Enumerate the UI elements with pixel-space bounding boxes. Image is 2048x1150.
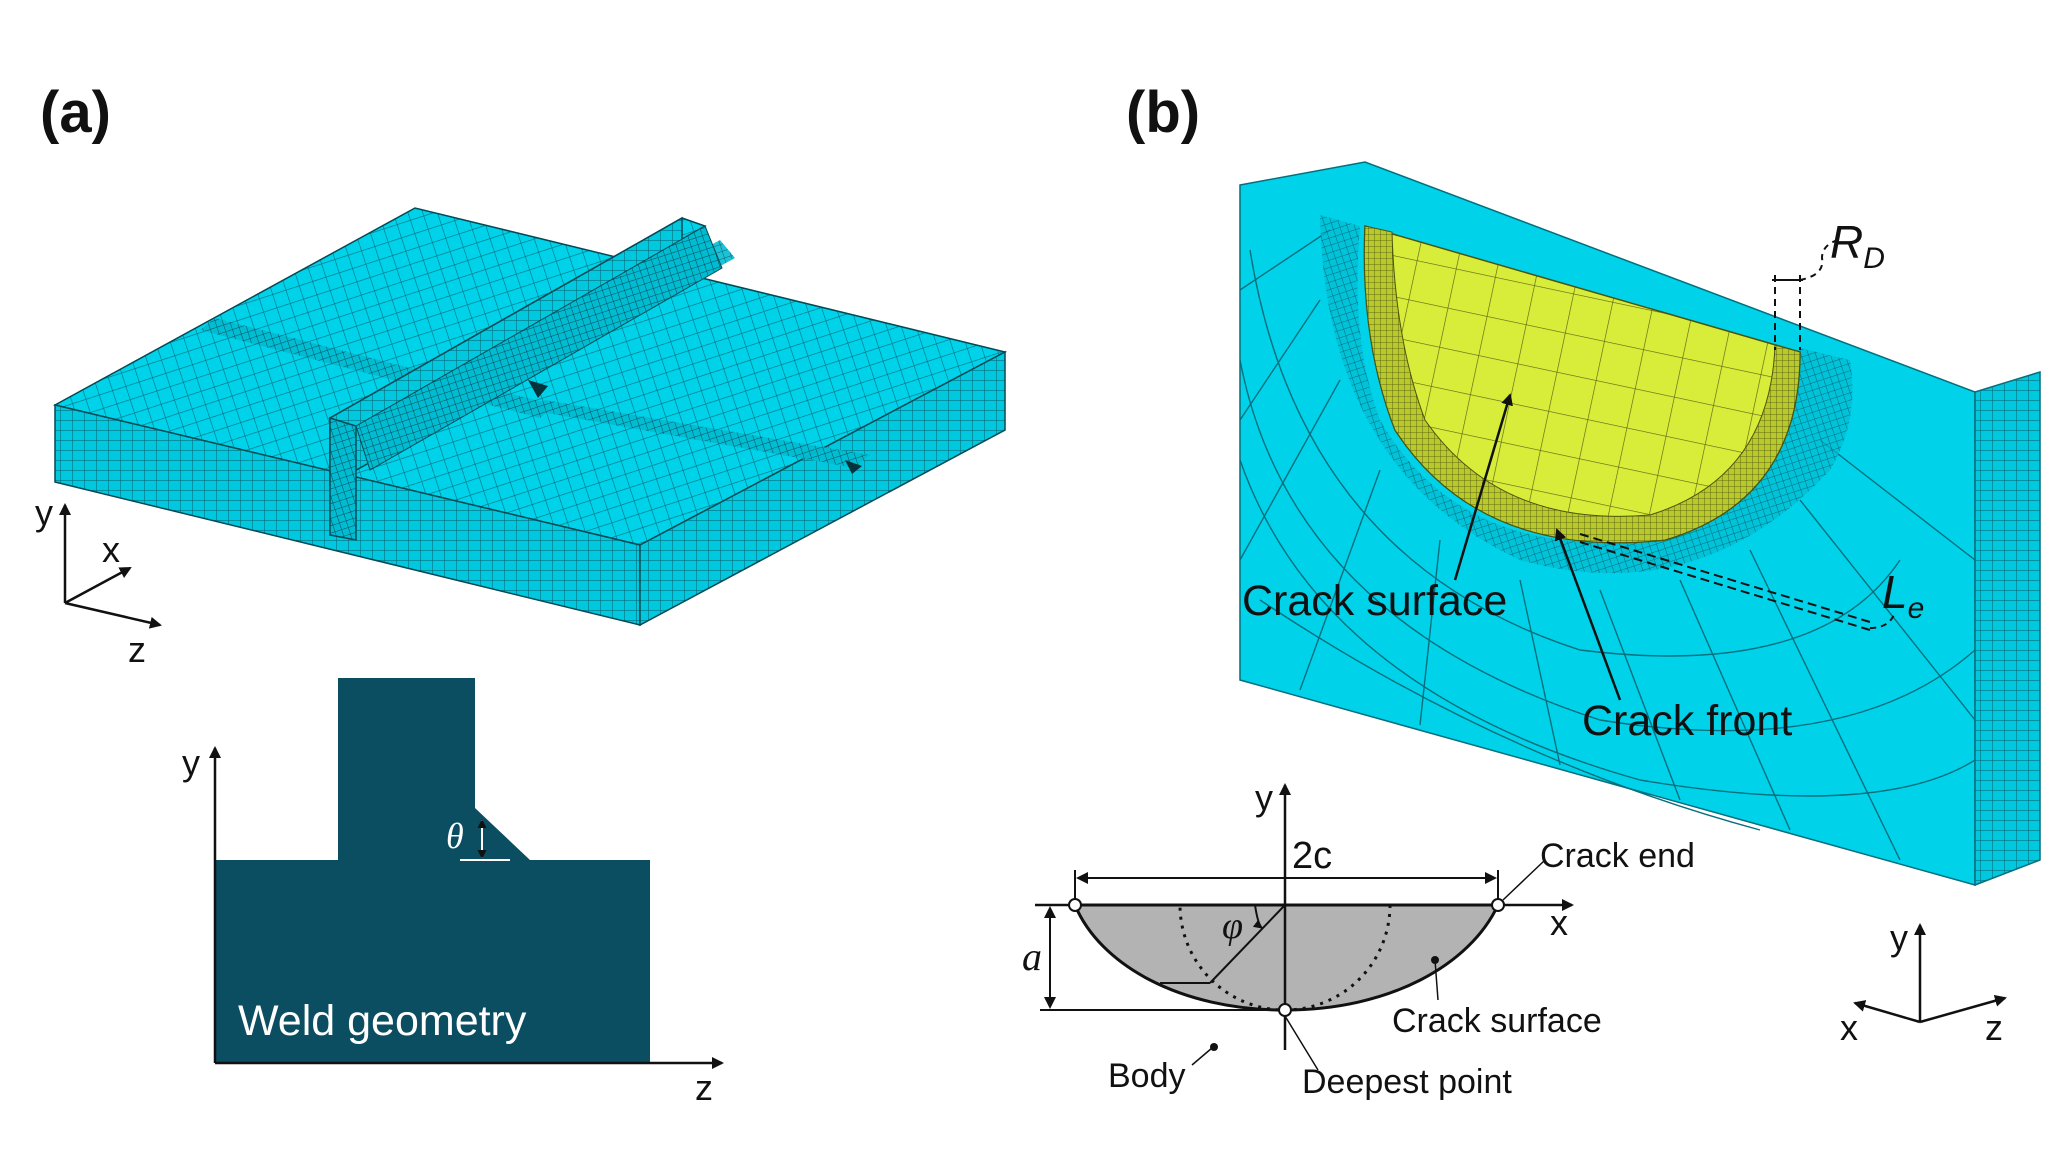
block-side-face: [1974, 370, 2041, 887]
crack-front-band: [1363, 225, 1801, 544]
crack-mesh-3d: [1239, 161, 2041, 887]
weld-mesh-3d: [52, 207, 1008, 627]
radial-mesh-lines: [1239, 229, 1976, 861]
le-leader: [1869, 611, 1896, 629]
axis-label-y-geom: y: [182, 742, 200, 783]
plate-right-side: [639, 350, 1006, 627]
crack-surface-semi-dot: [1431, 956, 1439, 964]
crack-end-leader: [1502, 859, 1546, 901]
crack-front-arrow: [1554, 528, 1622, 701]
axis-label-x-a: x: [102, 529, 120, 570]
crack-front-label: Crack front: [1582, 697, 1792, 745]
stiffener-fillet: [355, 225, 723, 471]
crack-end-node-left: [1068, 898, 1082, 912]
crack-end-label: Crack end: [1540, 837, 1695, 875]
semi-elliptical-crack-schematic: y x 2c a φ Crack end Crack surface Body …: [1022, 777, 1695, 1101]
axis-triad-b: y x z: [1840, 917, 2007, 1048]
crack-surface-mesh-label: Crack surface: [1242, 577, 1507, 625]
panel-b-label: (b): [1126, 80, 1200, 145]
panel-a-label: (a): [40, 80, 111, 145]
crack-notch-mark-2: [845, 460, 862, 474]
stiffener-front-face: [329, 416, 357, 541]
theta-label: θ: [446, 816, 464, 856]
crack-surface-semi-leader: [1434, 959, 1439, 1001]
axis-label-y-a: y: [35, 492, 53, 533]
rd-leader: [1799, 239, 1839, 281]
body-dot: [1210, 1043, 1218, 1051]
dim-2c-label: 2c: [1292, 835, 1332, 877]
body-label: Body: [1108, 1057, 1186, 1095]
axis-label-x-semi: x: [1550, 902, 1568, 943]
axis-label-x-b: x: [1840, 1007, 1858, 1048]
le-dimension-line-2: [1579, 541, 1871, 631]
dim-a-label: a: [1022, 934, 1042, 979]
axis-label-y-b: y: [1890, 917, 1908, 958]
rd-label: RD: [1830, 216, 1885, 275]
axis-label-z-b: z: [1985, 1007, 2003, 1048]
phi-label: φ: [1222, 905, 1243, 947]
crack-end-node-right: [1491, 898, 1505, 912]
phi-arc: [1252, 904, 1263, 929]
axis-label-z-geom: z: [695, 1067, 713, 1108]
deepest-point-leader: [1284, 1015, 1319, 1071]
weld-geometry-section: y z θ Weld geometry: [182, 678, 724, 1108]
le-dimension-line: [1579, 533, 1871, 623]
le-label: Le: [1882, 566, 1924, 625]
axis-triad-a: y x z: [35, 492, 162, 670]
axis-label-y-semi: y: [1255, 777, 1273, 818]
deepest-point-node: [1278, 1003, 1292, 1017]
body-leader: [1191, 1047, 1213, 1066]
weld-cross-section: [215, 678, 650, 1063]
crack-notch-mark: [528, 380, 548, 398]
crack-surface-arrow: [1453, 393, 1513, 581]
weld-toe-band-right: [530, 400, 870, 468]
axis-label-z-a: z: [128, 629, 146, 670]
deepest-point-label: Deepest point: [1302, 1063, 1512, 1101]
crack-surface-semi-label: Crack surface: [1392, 1002, 1602, 1040]
weld-geometry-label: Weld geometry: [238, 997, 527, 1045]
phi-construction-line: [1209, 904, 1286, 984]
